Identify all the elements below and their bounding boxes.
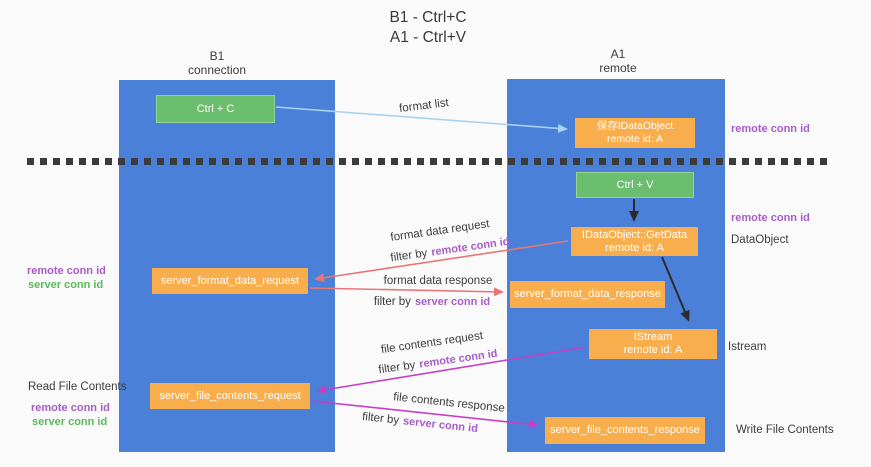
side-write-file-contents: Write File Contents <box>736 424 834 436</box>
side-remote-conn-id-mid-right: remote conn id <box>731 212 810 224</box>
lane-b1-name: B1 <box>209 49 225 63</box>
filter-by-text: filter by <box>389 247 429 265</box>
node-save-idataobject-line1: 保存IDataObject <box>596 120 674 132</box>
lane-b1-sub: connection <box>187 63 247 77</box>
node-istream-line1: IStream <box>633 331 673 343</box>
node-ctrl-c: Ctrl + C <box>156 95 275 123</box>
side-remote-conn-id-left-top: remote conn id <box>27 265 106 277</box>
node-ctrl-c-label: Ctrl + C <box>196 102 235 115</box>
node-istream: IStream remote id: A <box>589 329 717 359</box>
node-server-format-data-response: server_format_data_response <box>510 281 665 308</box>
node-ctrl-v-label: Ctrl + V <box>616 178 654 191</box>
label-format-data-response: format data response <box>383 275 493 287</box>
arrow-format-data-response <box>309 287 504 297</box>
remote-conn-id-text: remote conn id <box>418 347 499 371</box>
node-istream-line2: remote id: A <box>623 344 683 356</box>
node-save-idataobject-line2: remote id: A <box>606 133 664 145</box>
lane-header-b1: B1 connection <box>188 49 246 77</box>
side-dataobject: DataObject <box>731 234 789 246</box>
node-getdata-line1: IDataObject::GetData <box>581 228 688 241</box>
node-idataobject-getdata: IDataObject::GetData remote id: A <box>571 227 698 256</box>
side-remote-conn-id-top-right: remote conn id <box>731 123 810 135</box>
node-format-request-label: server_format_data_request <box>160 274 300 287</box>
lane-a1-sub: remote <box>599 61 637 75</box>
filter-by-text: filter by <box>373 296 411 308</box>
side-remote-conn-id-left-bottom: remote conn id <box>31 402 110 414</box>
filter-by-text: filter by <box>361 410 400 427</box>
server-conn-id-text: server conn id <box>402 415 479 436</box>
node-ctrl-v: Ctrl + V <box>576 172 694 198</box>
filter-by-text: filter by <box>377 359 417 377</box>
remote-conn-id-text: remote conn id <box>430 235 511 259</box>
server-conn-id-text: server conn id <box>414 296 491 308</box>
lane-a1-name: A1 <box>610 47 626 61</box>
lane-header-a1: A1 remote <box>599 47 636 75</box>
node-save-idataobject: 保存IDataObject remote id: A <box>575 118 695 148</box>
clipboard-boundary-dashed-line <box>27 158 828 165</box>
title-line1: B1 - Ctrl+C <box>389 9 467 26</box>
label-file-contents-response: file contents response <box>392 391 506 415</box>
side-server-conn-id-left-top: server conn id <box>28 279 104 291</box>
node-server-file-contents-response: server_file_contents_response <box>545 417 705 444</box>
side-read-file-contents: Read File Contents <box>28 381 127 393</box>
node-file-response-label: server_file_contents_response <box>550 424 700 436</box>
node-server-file-contents-request: server_file_contents_request <box>150 383 310 409</box>
node-server-format-data-request: server_format_data_request <box>152 268 308 294</box>
side-istream: Istream <box>728 341 767 353</box>
label-format-list: format list <box>398 97 450 115</box>
node-file-request-label: server_file_contents_request <box>159 389 301 402</box>
side-server-conn-id-left-bottom: server conn id <box>32 416 108 428</box>
diagram-title: B1 - Ctrl+C A1 - Ctrl+V <box>389 8 466 48</box>
title-line2: A1 - Ctrl+V <box>389 29 467 46</box>
node-getdata-line2: remote id: A <box>605 241 664 254</box>
node-format-response-label: server_format_data_response <box>514 288 661 300</box>
